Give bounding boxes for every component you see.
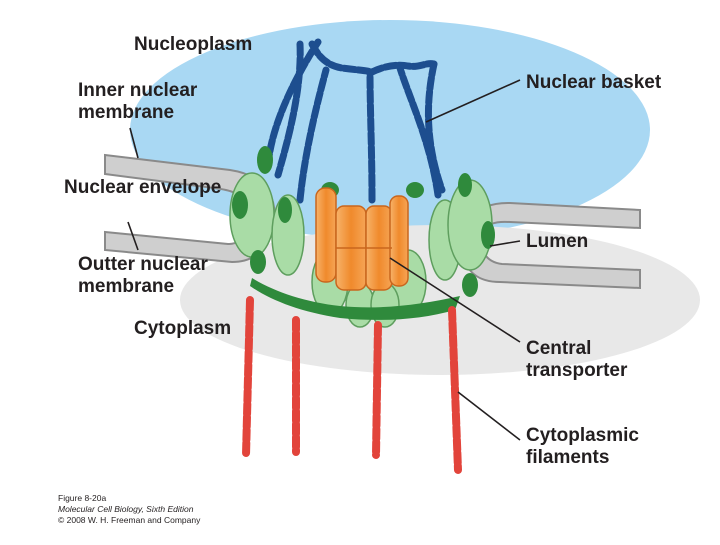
inner-membrane-label-line2: membrane [78,102,175,123]
inner-membrane-label-line1: Inner nuclear [78,80,198,101]
nuclear-basket-label: Nuclear basket [526,72,662,93]
cytoplasmic-filaments [242,296,462,474]
nuclear-basket [264,38,446,204]
cytoplasmic-filaments-label-line1: Cytoplasmic [526,425,639,446]
nucleoplasm-label: Nucleoplasm [134,34,253,55]
outer-membrane-label-line2: membrane [78,276,175,297]
book-title: Molecular Cell Biology, Sixth Edition [58,504,194,514]
figure-number: Figure 8-20a [58,493,107,503]
central-transporter [315,187,409,291]
lumen-label: Lumen [526,231,589,252]
central-transporter-label-line1: Central [526,338,592,359]
leader-lines [127,79,521,441]
cytoplasm-region [180,225,700,375]
cytoplasmic-ring [250,278,460,320]
outer-membrane-label-line1: Outter nuclear [78,254,208,275]
central-transporter-label-line2: transporter [526,360,628,381]
nuclear-envelope-label: Nuclear envelope [64,177,222,198]
cytoplasmic-filaments-label-line2: filaments [526,447,610,468]
cytoplasm-label: Cytoplasm [134,318,232,339]
copyright: © 2008 W. H. Freeman and Company [58,515,201,525]
